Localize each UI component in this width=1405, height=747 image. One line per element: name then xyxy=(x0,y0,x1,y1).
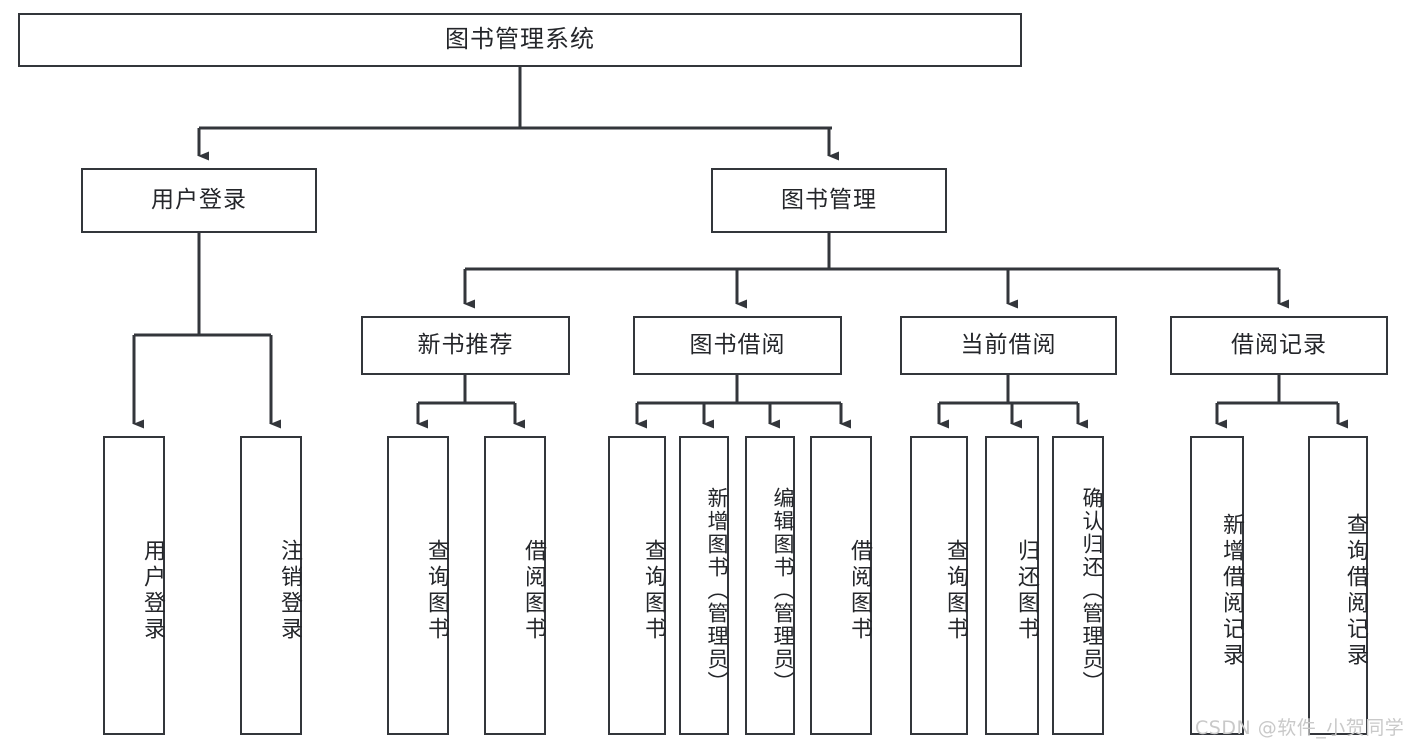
node-label: 当前借阅 xyxy=(960,332,1057,359)
node-current-borrow[interactable]: 当前借阅 xyxy=(900,316,1117,375)
leaf-confirm-return-admin[interactable]: 确认归还（管理员） xyxy=(1052,436,1104,735)
leaf-label: 归还图书 xyxy=(1014,538,1039,643)
node-label: 图书管理 xyxy=(781,187,877,214)
node-borrow-record[interactable]: 借阅记录 xyxy=(1170,316,1388,375)
node-book-management[interactable]: 图书管理 xyxy=(711,168,947,233)
node-new-book-recommend[interactable]: 新书推荐 xyxy=(361,316,570,375)
leaf-query-book-borrow[interactable]: 查询图书 xyxy=(608,436,666,735)
leaf-user-login[interactable]: 用户登录 xyxy=(103,436,165,735)
leaf-label: 查询图书 xyxy=(424,538,449,643)
node-label: 图书借阅 xyxy=(689,332,786,359)
leaf-return-book[interactable]: 归还图书 xyxy=(985,436,1039,735)
node-book-borrow[interactable]: 图书借阅 xyxy=(633,316,842,375)
leaf-label: 用户登录 xyxy=(140,538,165,643)
leaf-borrow-book[interactable]: 借阅图书 xyxy=(810,436,872,735)
leaf-query-borrow-record[interactable]: 查询借阅记录 xyxy=(1308,436,1368,735)
leaf-label: 编辑图书（管理员） xyxy=(771,487,795,694)
node-root-system[interactable]: 图书管理系统 xyxy=(18,13,1022,67)
leaf-label: 查询图书 xyxy=(641,538,666,643)
leaf-label: 注销登录 xyxy=(277,538,302,643)
node-label: 用户登录 xyxy=(151,187,247,214)
leaf-label: 查询借阅记录 xyxy=(1343,512,1368,669)
leaf-add-borrow-record[interactable]: 新增借阅记录 xyxy=(1190,436,1244,735)
leaf-add-book-admin[interactable]: 新增图书（管理员） xyxy=(679,436,729,735)
node-label: 新书推荐 xyxy=(417,332,514,359)
leaf-label: 借阅图书 xyxy=(847,538,872,643)
leaf-label: 借阅图书 xyxy=(521,538,546,643)
node-label: 借阅记录 xyxy=(1231,332,1327,359)
leaf-query-book-current[interactable]: 查询图书 xyxy=(910,436,968,735)
leaf-label: 新增图书（管理员） xyxy=(705,487,729,694)
csdn-watermark: CSDN @软件_小贺同学 xyxy=(1195,717,1405,739)
leaf-label: 确认归还（管理员） xyxy=(1080,487,1104,694)
node-label: 图书管理系统 xyxy=(445,25,595,54)
leaf-label: 查询图书 xyxy=(943,538,968,643)
leaf-edit-book-admin[interactable]: 编辑图书（管理员） xyxy=(745,436,795,735)
leaf-query-book-recommend[interactable]: 查询图书 xyxy=(387,436,449,735)
node-user-login[interactable]: 用户登录 xyxy=(81,168,317,233)
leaf-label: 新增借阅记录 xyxy=(1219,512,1244,669)
leaf-borrow-book-recommend[interactable]: 借阅图书 xyxy=(484,436,546,735)
leaf-user-logout[interactable]: 注销登录 xyxy=(240,436,302,735)
